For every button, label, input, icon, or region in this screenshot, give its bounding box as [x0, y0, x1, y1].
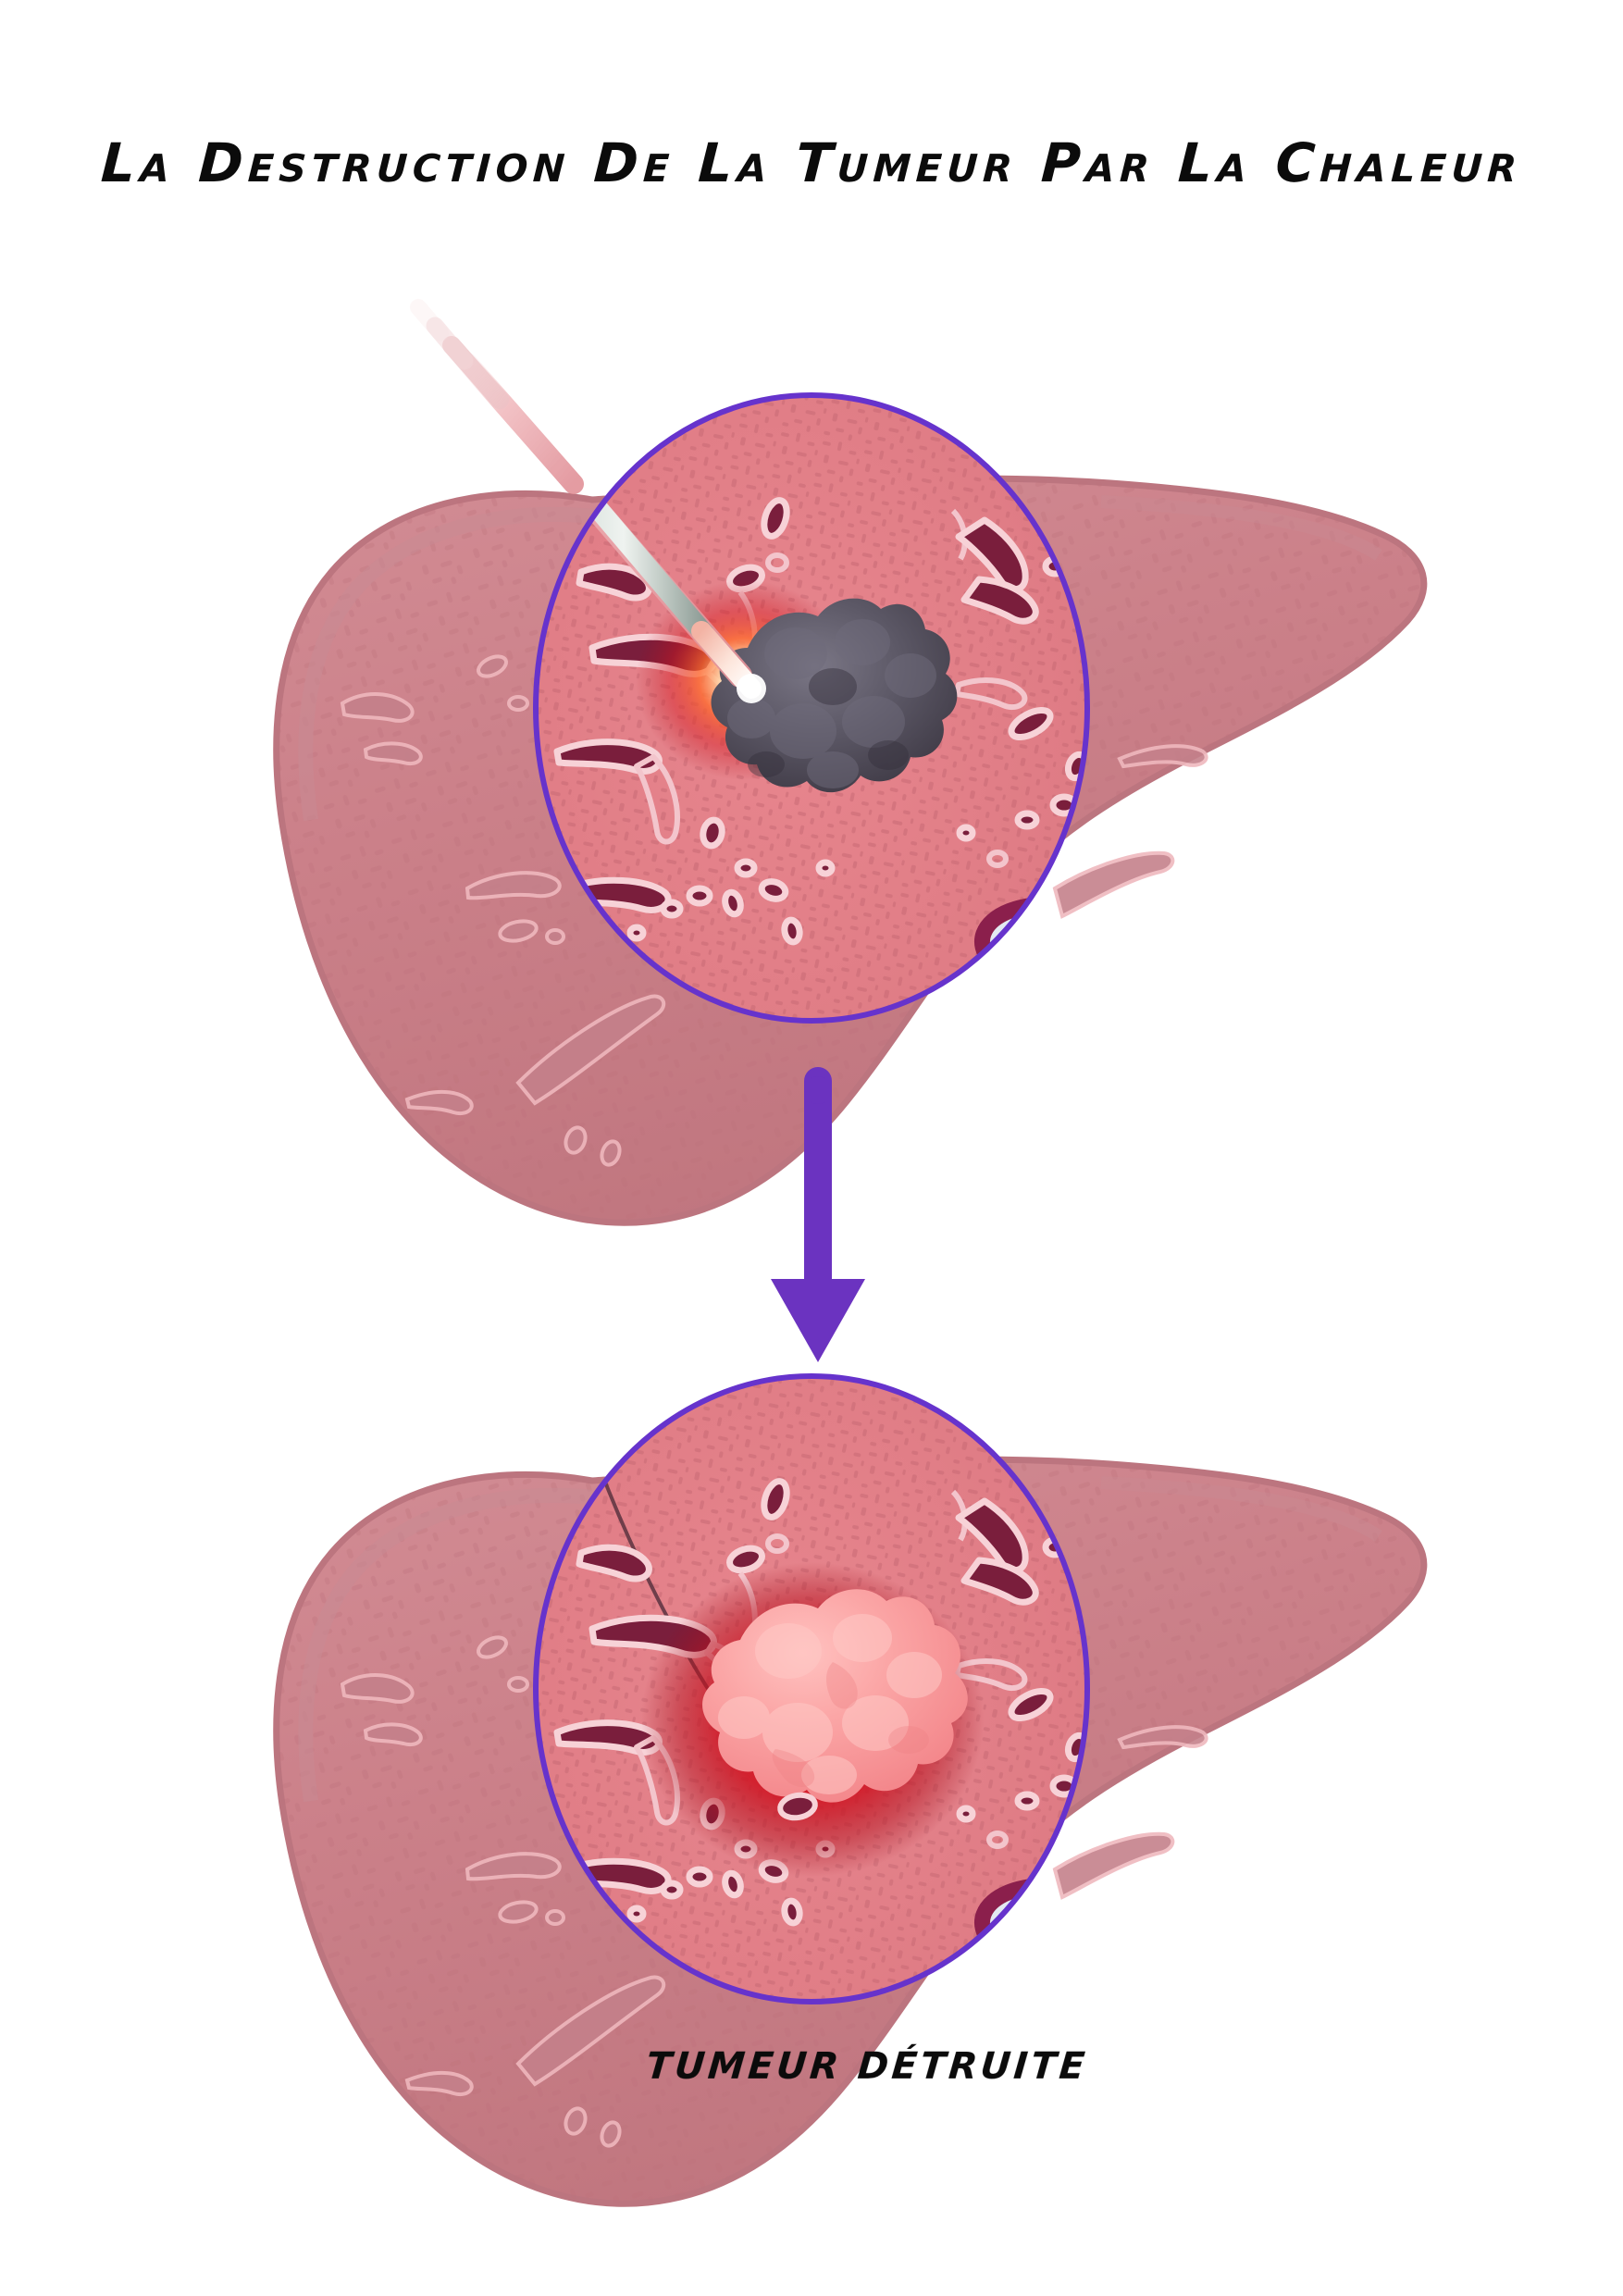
tumor-intact: [711, 598, 958, 793]
tumor-destroyed: [702, 1589, 968, 1821]
tumor-destroyed-caption: TUMEUR DÉTRUITE: [644, 2045, 1090, 2088]
panel-before: [273, 299, 1428, 1226]
magnifier-ring-bottom: [533, 1373, 1090, 2004]
probe-tip-flash: [737, 674, 766, 703]
progression-arrow: [771, 1067, 865, 1362]
liver-surface-vessels-top: [340, 654, 1208, 1167]
panel-after: [273, 1373, 1428, 2207]
probe-external-top: [410, 299, 584, 494]
magnifier-ring-top: [533, 392, 1090, 1024]
